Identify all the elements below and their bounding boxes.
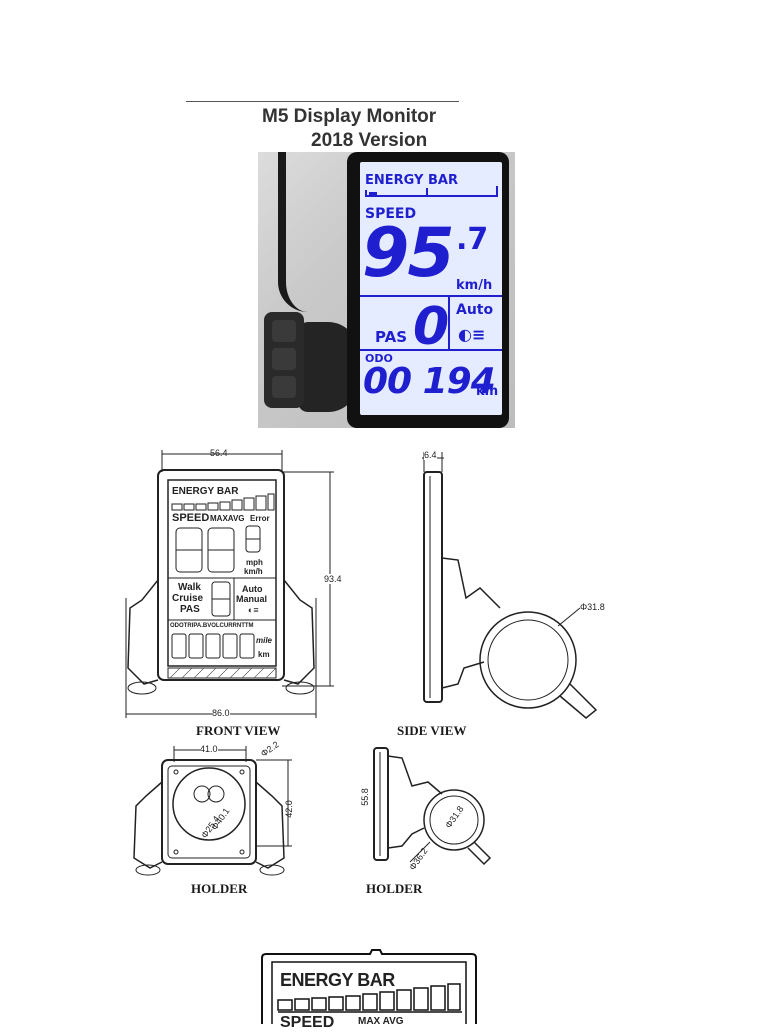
lcd-speed-label: SPEED bbox=[172, 512, 210, 524]
speed-unit: km/h bbox=[456, 278, 493, 293]
front-view-drawing: 56.4 93.4 86.0 ENERGY BAR SPEED MAXAVG E… bbox=[122, 448, 352, 720]
holder-side-drawing: 55.8 Φ31.8 Φ36.2 bbox=[359, 742, 496, 880]
energy-bar-tick bbox=[365, 190, 367, 197]
lcd-energy-label: ENERGY BAR bbox=[172, 486, 239, 497]
depth-dimension: 6.4 bbox=[424, 450, 437, 460]
energy-bar-label: ENERGY BAR bbox=[365, 173, 458, 188]
lcd-manual-label: Manual bbox=[236, 594, 268, 604]
lcd-walk-label: Walk bbox=[178, 582, 201, 593]
closeup-energy-label: ENERGY BAR bbox=[280, 970, 395, 990]
odo-label: ODO bbox=[365, 352, 393, 365]
pas-value: 0 bbox=[413, 297, 450, 357]
lcd-auto-label: Auto bbox=[242, 584, 263, 594]
lcd-divider bbox=[448, 296, 450, 350]
side-view-caption: SIDE VIEW bbox=[397, 723, 467, 738]
lcd-km-label: km bbox=[258, 650, 270, 659]
speed-value: 95 bbox=[362, 214, 455, 293]
closeup-maxavg-label: MAX AVG bbox=[358, 1016, 404, 1027]
width-dimension: 56.4 bbox=[210, 448, 228, 458]
height-dimension: 93.4 bbox=[324, 574, 342, 584]
odo-unit: km bbox=[476, 384, 499, 399]
page-subtitle: 2018 Version bbox=[311, 130, 428, 151]
lcd-divider bbox=[360, 349, 502, 351]
closeup-speed-label: SPEED bbox=[280, 1014, 335, 1031]
lcd-screen: ENERGY BAR SPEED 95 .7 km/h PAS 0 Auto ◐… bbox=[360, 162, 502, 415]
speed-decimal: .7 bbox=[456, 222, 489, 257]
lcd-odo-row: ODOTRIPA.BVOLCURRNTTM bbox=[170, 623, 254, 629]
speed-label: SPEED bbox=[365, 206, 417, 222]
remote-button-pad bbox=[264, 312, 304, 408]
title-rule bbox=[186, 101, 459, 102]
holder-side-caption: HOLDER bbox=[366, 881, 423, 896]
remote-button bbox=[272, 376, 296, 398]
energy-bar-frame bbox=[365, 195, 497, 197]
lcd-mile-label: mile bbox=[256, 636, 273, 645]
headlight-icon: ◐≡ bbox=[458, 325, 486, 344]
lcd-closeup-drawing: ENERGY BAR SPEED MAX AVG bbox=[258, 948, 480, 1031]
lcd-error-label: Error bbox=[250, 514, 270, 523]
energy-bar-segment bbox=[369, 192, 377, 195]
energy-bar-tick bbox=[426, 188, 428, 197]
lcd-pas-label: PAS bbox=[180, 604, 200, 615]
lcd-maxavg-label: MAXAVG bbox=[210, 514, 245, 523]
device-photo: ENERGY BAR SPEED 95 .7 km/h PAS 0 Auto ◐… bbox=[258, 152, 515, 428]
holder-height-dimension: 42.0 bbox=[283, 800, 294, 818]
bottom-dimension: 86.0 bbox=[212, 708, 230, 718]
page-title: M5 Display Monitor bbox=[262, 106, 437, 127]
lcd-cruise-label: Cruise bbox=[172, 593, 204, 604]
lcd-divider bbox=[360, 295, 502, 297]
holder-front-drawing: 41.0 Φ2.2 42.0 Φ40.1 Φ25.4 bbox=[128, 739, 298, 880]
lcd-kmh-label: km/h bbox=[244, 567, 263, 576]
front-view-caption: FRONT VIEW bbox=[196, 723, 281, 738]
pas-label: PAS bbox=[375, 328, 408, 346]
holder-side-height-dimension: 55.8 bbox=[359, 788, 370, 806]
holder-width-dimension: 41.0 bbox=[200, 744, 218, 754]
lcd-mph-label: mph bbox=[246, 558, 263, 567]
side-view-drawing: 6.4 Φ31.8 bbox=[400, 448, 618, 720]
auto-label: Auto bbox=[456, 302, 494, 318]
clamp-diameter-dimension: Φ31.8 bbox=[580, 602, 605, 612]
odo-value: 00 194 bbox=[363, 361, 496, 402]
lcd-light-icon: ◐≡ bbox=[248, 605, 259, 615]
remote-button bbox=[272, 320, 296, 342]
cable bbox=[278, 152, 312, 312]
remote-button bbox=[272, 348, 296, 370]
energy-bar-tick bbox=[496, 186, 498, 197]
holder-front-caption: HOLDER bbox=[191, 881, 248, 896]
